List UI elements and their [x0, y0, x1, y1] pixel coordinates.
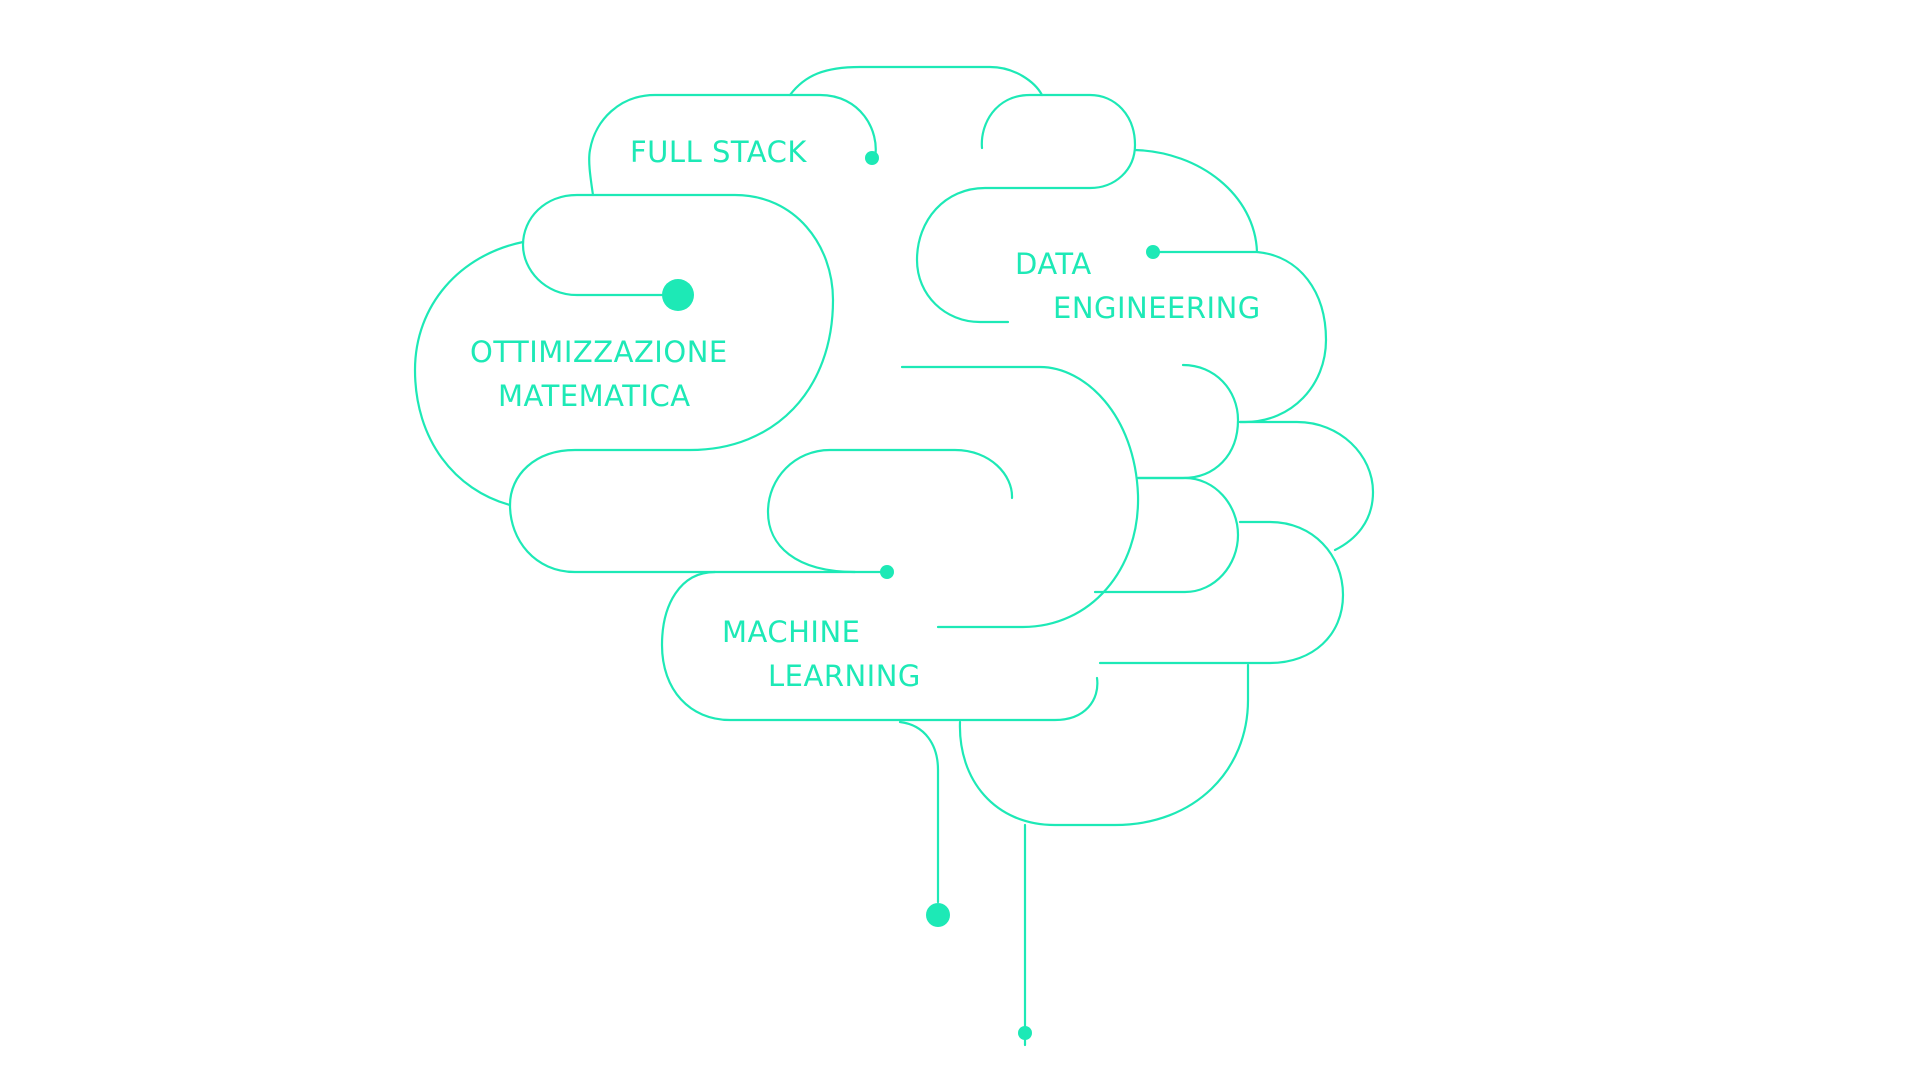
label-machine-line2: LEARNING: [768, 659, 921, 693]
lobe-machine-learning-outline: [660, 570, 1099, 722]
lobe-data-engineering-outline: [915, 93, 1137, 324]
label-data-line1: DATA: [1015, 247, 1092, 281]
label-ottimizzazione-line1: OTTIMIZZAZIONE: [470, 335, 728, 369]
brain-outline-paths: [413, 65, 1375, 1047]
lobe-labels: FULL STACK DATA ENGINEERING OTTIMIZZAZIO…: [470, 135, 1261, 693]
label-machine-line1: MACHINE: [722, 615, 860, 649]
lobe-data-engineering-right-outline: [1133, 148, 1259, 254]
inner-hook-outline: [766, 448, 1014, 574]
dot-full-stack: [865, 151, 879, 165]
central-loop-outline: [900, 365, 1140, 629]
lobe-ottimizzazione-outer-outline: [413, 240, 525, 507]
dot-data-engineering: [1146, 245, 1160, 259]
dot-stem-right: [1018, 1026, 1032, 1040]
label-data-line2: ENGINEERING: [1053, 291, 1261, 325]
right-lower-lobe-outline: [1098, 520, 1345, 665]
lobe-full-stack-outline: [588, 93, 877, 197]
dot-machine-learning: [880, 565, 894, 579]
right-middle-lobe-outline: [1093, 476, 1240, 594]
right-small-lobe-outline: [1136, 363, 1240, 480]
lower-lobe-outline: [958, 663, 1250, 827]
stem-left-outline: [898, 720, 940, 904]
top-arch-outline: [788, 65, 1044, 97]
label-ottimizzazione-line2: MATEMATICA: [498, 379, 691, 413]
label-full-stack: FULL STACK: [630, 135, 807, 169]
lobe-data-engineering-lower-outline: [1153, 250, 1328, 424]
node-dots: [662, 151, 1160, 1040]
dot-ottimizzazione: [662, 279, 694, 311]
dot-stem-left: [926, 903, 950, 927]
right-big-lobe-outline: [1238, 420, 1375, 552]
